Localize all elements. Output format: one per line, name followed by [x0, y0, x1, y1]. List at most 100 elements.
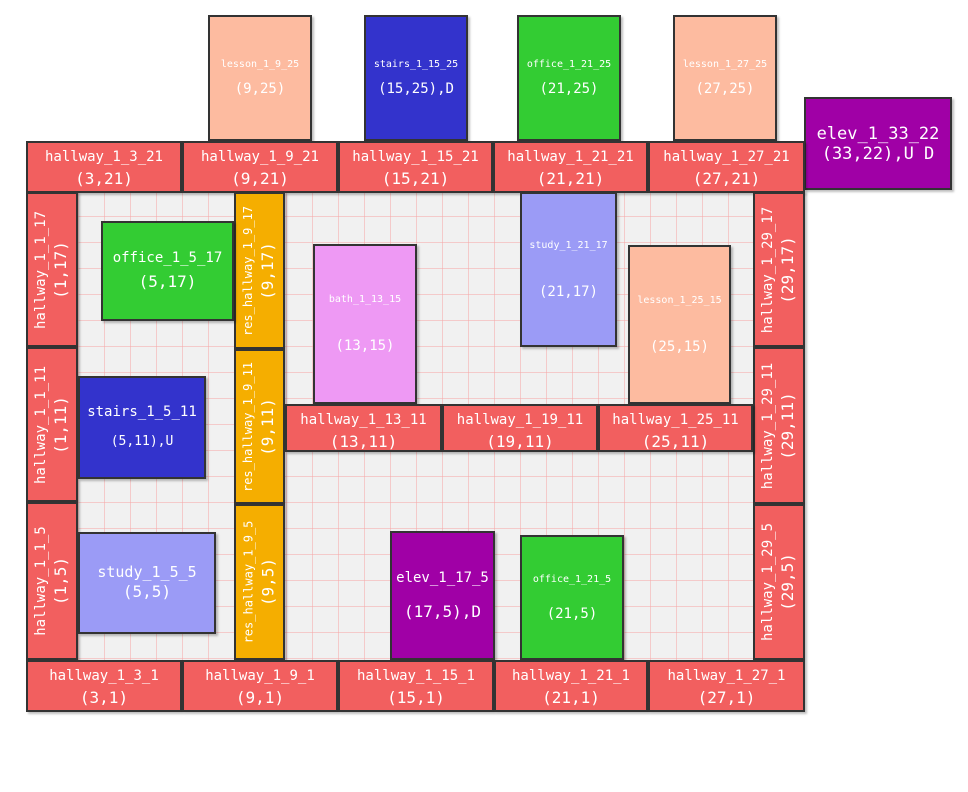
room-coord: (15,21): [381, 169, 450, 188]
room-name: office_1_21_25: [526, 59, 612, 70]
hallway-1-1-17[interactable]: hallway_1_1_17 (1,17): [26, 192, 78, 347]
room-name: hallway_1_27_1: [667, 668, 786, 684]
room-study-1-5-5[interactable]: study_1_5_5 (5,5): [78, 532, 216, 634]
room-coord: (9,11): [258, 397, 278, 456]
room-name: hallway_1_1_5: [33, 526, 50, 636]
hallway-1-29-17[interactable]: hallway_1_29_17 (29,17): [753, 192, 805, 347]
room-name: hallway_1_13_11: [300, 412, 427, 428]
room-coord: (1,5): [51, 556, 71, 606]
room-stairs-1-15-25[interactable]: stairs_1_15_25 (15,25),D: [364, 15, 468, 141]
hallway-1-21-21[interactable]: hallway_1_21_21 (21,21): [493, 141, 648, 193]
room-lesson-1-25-15[interactable]: lesson_1_25_15 (25,15): [628, 245, 731, 404]
room-coord: (27,25): [695, 81, 755, 97]
room-name: bath_1_13_15: [328, 294, 402, 305]
room-coord: (5,5): [122, 582, 172, 601]
room-coord: (5,11),U: [110, 433, 174, 449]
room-coord: (5,17): [138, 272, 197, 291]
room-bath-1-13-15[interactable]: bath_1_13_15 (13,15): [313, 244, 417, 404]
room-name: res_hallway_1_9_17: [241, 205, 256, 336]
hallway-1-27-1[interactable]: hallway_1_27_1 (27,1): [648, 660, 805, 712]
room-name: stairs_1_15_25: [373, 59, 459, 70]
hallway-1-15-1[interactable]: hallway_1_15_1 (15,1): [338, 660, 494, 712]
room-elev-1-17-5[interactable]: elev_1_17_5 (17,5),D: [390, 531, 495, 660]
hallway-1-9-1[interactable]: hallway_1_9_1 (9,1): [182, 660, 338, 712]
room-name: res_hallway_1_9_11: [241, 361, 256, 492]
room-coord: (15,25),D: [378, 81, 454, 97]
room-name: hallway_1_19_11: [456, 412, 584, 428]
room-name: hallway_1_29_5: [760, 522, 777, 642]
room-coord: (17,5),D: [403, 601, 482, 621]
room-name: hallway_1_27_21: [663, 149, 790, 165]
room-name: hallway_1_21_21: [507, 149, 634, 165]
room-lesson-1-27-25[interactable]: lesson_1_27_25 (27,25): [673, 15, 777, 141]
room-coord: (21,1): [542, 688, 600, 707]
room-lesson-1-9-25[interactable]: lesson_1_9_25 (9,25): [208, 15, 312, 141]
room-name: hallway_1_29_17: [760, 206, 776, 333]
room-name: lesson_1_9_25: [220, 59, 300, 70]
room-office-1-21-5[interactable]: office_1_21_5 (21,5): [520, 535, 624, 660]
room-coord: (9,5): [258, 557, 278, 607]
room-stairs-1-5-11[interactable]: stairs_1_5_11 (5,11),U: [78, 376, 206, 479]
room-name: hallway_1_3_21: [44, 149, 163, 165]
room-coord: (29,5): [778, 553, 798, 611]
room-coord: (25,11): [641, 432, 710, 451]
room-coord: (9,21): [231, 169, 289, 188]
room-coord: (21,5): [546, 605, 598, 622]
room-coord: (25,15): [649, 338, 709, 355]
room-coord: (21,25): [539, 81, 599, 97]
room-coord: (21,17): [538, 283, 598, 300]
room-study-1-21-17[interactable]: study_1_21_17 (21,17): [520, 192, 617, 347]
hallway-1-27-21[interactable]: hallway_1_27_21 (27,21): [648, 141, 805, 193]
room-coord: (27,1): [697, 688, 756, 707]
room-name: hallway_1_29_11: [760, 362, 776, 489]
room-coord: (29,17): [778, 235, 797, 304]
res-hallway-1-9-11[interactable]: res_hallway_1_9_11 (9,11): [234, 349, 285, 504]
hallway-1-19-11[interactable]: hallway_1_19_11 (19,11): [442, 404, 598, 452]
room-elev-1-33-22[interactable]: elev_1_33_22 (33,22),U D: [804, 97, 952, 190]
room-name: hallway_1_1_11: [33, 365, 50, 484]
room-coord: (9,25): [234, 81, 286, 97]
room-name: elev_1_33_22: [816, 123, 940, 144]
room-office-1-5-17[interactable]: office_1_5_17 (5,17): [101, 221, 234, 321]
room-coord: (19,11): [486, 432, 554, 451]
hallway-1-3-21[interactable]: hallway_1_3_21 (3,21): [26, 141, 182, 193]
room-coord: (1,11): [51, 395, 71, 454]
hallway-1-15-21[interactable]: hallway_1_15_21 (15,21): [338, 141, 493, 193]
room-name: office_1_21_5: [532, 573, 612, 585]
room-coord: (3,21): [75, 169, 133, 188]
room-name: hallway_1_25_11: [612, 412, 739, 428]
room-coord: (27,21): [692, 169, 761, 188]
hallway-1-1-11[interactable]: hallway_1_1_11 (1,11): [26, 347, 78, 502]
room-office-1-21-25[interactable]: office_1_21_25 (21,25): [517, 15, 621, 141]
room-name: study_1_5_5: [97, 563, 197, 581]
room-coord: (29,11): [778, 391, 797, 460]
room-name: hallway_1_3_1: [49, 668, 159, 684]
hallway-1-3-1[interactable]: hallway_1_3_1 (3,1): [26, 660, 182, 712]
room-coord: (13,11): [329, 432, 398, 451]
room-name: hallway_1_15_1: [356, 668, 475, 684]
room-name: hallway_1_9_1: [205, 668, 315, 684]
room-name: res_hallway_1_9_5: [241, 520, 256, 644]
room-coord: (3,1): [79, 688, 129, 707]
hallway-1-1-5[interactable]: hallway_1_1_5 (1,5): [26, 502, 78, 660]
room-coord: (15,1): [387, 688, 445, 707]
room-coord: (13,15): [335, 338, 395, 354]
room-name: lesson_1_25_15: [637, 294, 722, 306]
hallway-1-29-11[interactable]: hallway_1_29_11 (29,11): [753, 347, 805, 504]
room-name: elev_1_17_5: [396, 569, 489, 586]
res-hallway-1-9-5[interactable]: res_hallway_1_9_5 (9,5): [234, 504, 285, 660]
hallway-1-13-11[interactable]: hallway_1_13_11 (13,11): [285, 404, 442, 452]
res-hallway-1-9-17[interactable]: res_hallway_1_9_17 (9,17): [234, 192, 285, 349]
hallway-1-9-21[interactable]: hallway_1_9_21 (9,21): [182, 141, 338, 193]
room-name: office_1_5_17: [112, 250, 223, 266]
room-name: lesson_1_27_25: [682, 59, 768, 70]
hallway-1-25-11[interactable]: hallway_1_25_11 (25,11): [598, 404, 753, 452]
room-name: hallway_1_1_17: [33, 210, 50, 329]
room-name: hallway_1_21_1: [511, 668, 630, 684]
hallway-1-21-1[interactable]: hallway_1_21_1 (21,1): [494, 660, 648, 712]
room-name: hallway_1_15_21: [352, 149, 479, 165]
room-coord: (21,21): [536, 169, 605, 188]
room-name: stairs_1_5_11: [87, 403, 197, 420]
hallway-1-29-5[interactable]: hallway_1_29_5 (29,5): [753, 504, 805, 660]
room-coord: (1,17): [51, 240, 71, 299]
